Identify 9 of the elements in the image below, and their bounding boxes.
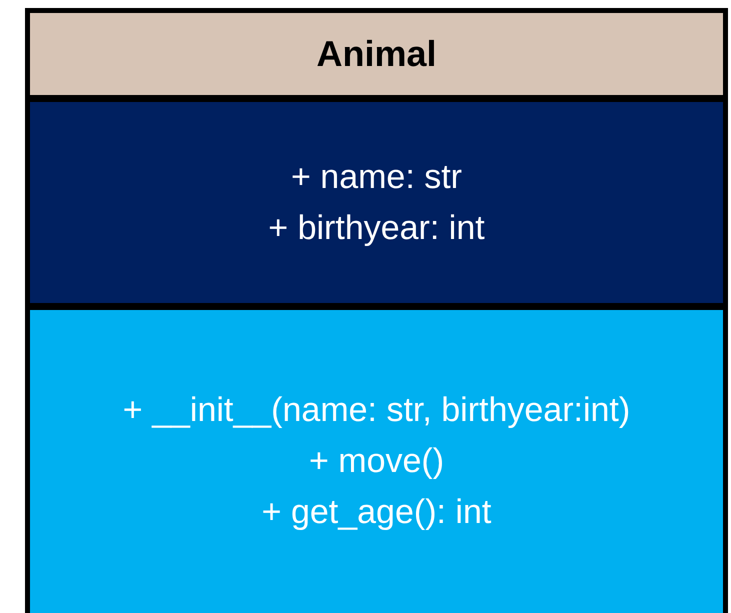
attribute-text: + birthyear: int bbox=[268, 208, 485, 248]
methods-compartment bbox=[25, 305, 728, 613]
attributes-compartment bbox=[25, 97, 728, 308]
method-text: + __init__(name: str, birthyear:int) bbox=[122, 390, 630, 431]
method-text: + move() bbox=[308, 441, 444, 482]
method-text: + get_age(): int bbox=[262, 492, 492, 533]
attribute-text: + name: str bbox=[290, 156, 462, 198]
class-header bbox=[25, 8, 728, 100]
class-name: Animal bbox=[316, 33, 437, 75]
